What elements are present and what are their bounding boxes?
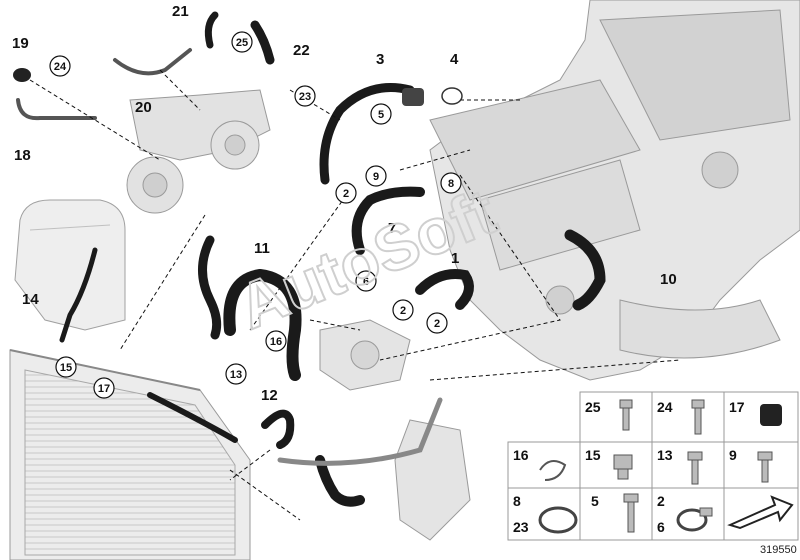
callout-6: 6 bbox=[355, 270, 377, 292]
oil-line-18 bbox=[16, 98, 97, 121]
hose-11b bbox=[198, 235, 222, 340]
hose-7 bbox=[351, 186, 425, 255]
hose-12 bbox=[261, 409, 295, 449]
callout-17: 17 bbox=[93, 377, 115, 399]
callout-labels: 1 3 4 7 10 11 12 14 18 19 20 21 22 bbox=[12, 3, 677, 404]
bolt-25-icon bbox=[619, 399, 633, 431]
callout-2c: 2 bbox=[426, 312, 448, 334]
leader-lines bbox=[29, 69, 681, 521]
water-pump-housing bbox=[319, 319, 471, 541]
clip-16-icon bbox=[539, 460, 567, 481]
o-ring-icon bbox=[538, 506, 578, 534]
seal-ring-4 bbox=[441, 87, 463, 105]
screw-5-icon bbox=[623, 493, 639, 533]
callout-23: 23 bbox=[294, 85, 316, 107]
legend-23: 23 bbox=[513, 519, 529, 535]
callout-3: 3 bbox=[376, 51, 384, 68]
svg-text:6: 6 bbox=[363, 276, 369, 288]
svg-text:15: 15 bbox=[60, 362, 72, 374]
legend-8: 8 bbox=[513, 493, 521, 509]
hose-14 bbox=[59, 247, 98, 343]
legend-15: 15 bbox=[585, 447, 601, 463]
callout-13: 13 bbox=[225, 363, 247, 385]
callout-9: 9 bbox=[365, 165, 387, 187]
engine-block bbox=[429, 0, 800, 381]
oil-line-20 bbox=[113, 48, 192, 76]
svg-text:8: 8 bbox=[448, 178, 454, 190]
svg-text:2: 2 bbox=[343, 188, 349, 200]
callout-25: 25 bbox=[231, 31, 253, 53]
callout-1: 1 bbox=[451, 250, 459, 267]
bolt-13-icon bbox=[687, 451, 703, 485]
callout-11: 11 bbox=[254, 240, 270, 257]
hose-17 bbox=[147, 392, 238, 443]
legend-17: 17 bbox=[729, 399, 745, 415]
connector-5 bbox=[402, 88, 424, 106]
hose-22 bbox=[250, 20, 275, 65]
hose-11 bbox=[223, 268, 302, 381]
bolt-9-icon bbox=[757, 451, 773, 483]
coolant-hoses bbox=[16, 11, 606, 507]
hose-3 bbox=[319, 83, 415, 185]
callout-2a: 2 bbox=[335, 182, 357, 204]
hose-21 bbox=[204, 11, 219, 49]
svg-text:9: 9 bbox=[373, 171, 379, 183]
svg-text:16: 16 bbox=[270, 336, 282, 348]
callout-7: 7 bbox=[388, 220, 396, 237]
hose-clamp-icon bbox=[676, 507, 713, 532]
svg-text:24: 24 bbox=[54, 61, 67, 73]
callout-22: 22 bbox=[293, 42, 310, 59]
legend-5: 5 bbox=[591, 493, 599, 509]
callout-20: 20 bbox=[135, 99, 152, 116]
svg-text:13: 13 bbox=[230, 369, 242, 381]
callout-2b: 2 bbox=[392, 299, 414, 321]
callout-12: 12 bbox=[261, 387, 278, 404]
expansion-tank bbox=[14, 199, 126, 331]
circled-callouts: 2 2 2 5 6 8 9 13 15 16 17 23 24 25 bbox=[49, 31, 462, 399]
svg-text:25: 25 bbox=[236, 37, 248, 49]
callout-24: 24 bbox=[49, 55, 71, 77]
callout-19: 19 bbox=[12, 35, 29, 52]
small-parts bbox=[13, 68, 463, 106]
legend-13: 13 bbox=[657, 447, 673, 463]
parts-legend: 25 24 17 16 15 13 9 8 23 5 2 bbox=[507, 391, 799, 556]
lower-hose bbox=[315, 455, 365, 507]
callout-14: 14 bbox=[22, 291, 39, 308]
nut-15-icon bbox=[613, 454, 633, 480]
bolt-24-icon bbox=[691, 399, 705, 435]
callout-8: 8 bbox=[440, 172, 462, 194]
callout-4: 4 bbox=[450, 51, 459, 68]
callout-15: 15 bbox=[55, 356, 77, 378]
legend-25: 25 bbox=[585, 399, 601, 415]
legend-16: 16 bbox=[513, 447, 529, 463]
turbocharger-assembly bbox=[126, 89, 271, 214]
svg-text:2: 2 bbox=[434, 318, 440, 330]
svg-text:5: 5 bbox=[378, 109, 384, 121]
legend-6: 6 bbox=[657, 519, 665, 535]
callout-16: 16 bbox=[265, 330, 287, 352]
svg-text:17: 17 bbox=[98, 383, 110, 395]
hose-1 bbox=[415, 269, 474, 310]
radiator bbox=[9, 349, 251, 560]
legend-9: 9 bbox=[729, 447, 737, 463]
callout-21: 21 bbox=[172, 3, 189, 20]
drawing-number: 319550 bbox=[760, 544, 797, 556]
arrow-icon bbox=[727, 495, 794, 530]
svg-text:2: 2 bbox=[400, 305, 406, 317]
coolant-line bbox=[277, 397, 443, 466]
svg-text:23: 23 bbox=[299, 91, 311, 103]
legend-2: 2 bbox=[657, 493, 665, 509]
callout-18: 18 bbox=[14, 147, 31, 164]
callout-10: 10 bbox=[660, 271, 677, 288]
cap-19 bbox=[13, 68, 31, 82]
hose-10 bbox=[564, 229, 606, 311]
callout-5: 5 bbox=[370, 103, 392, 125]
grommet-17-icon bbox=[760, 404, 782, 426]
legend-24: 24 bbox=[657, 399, 673, 415]
